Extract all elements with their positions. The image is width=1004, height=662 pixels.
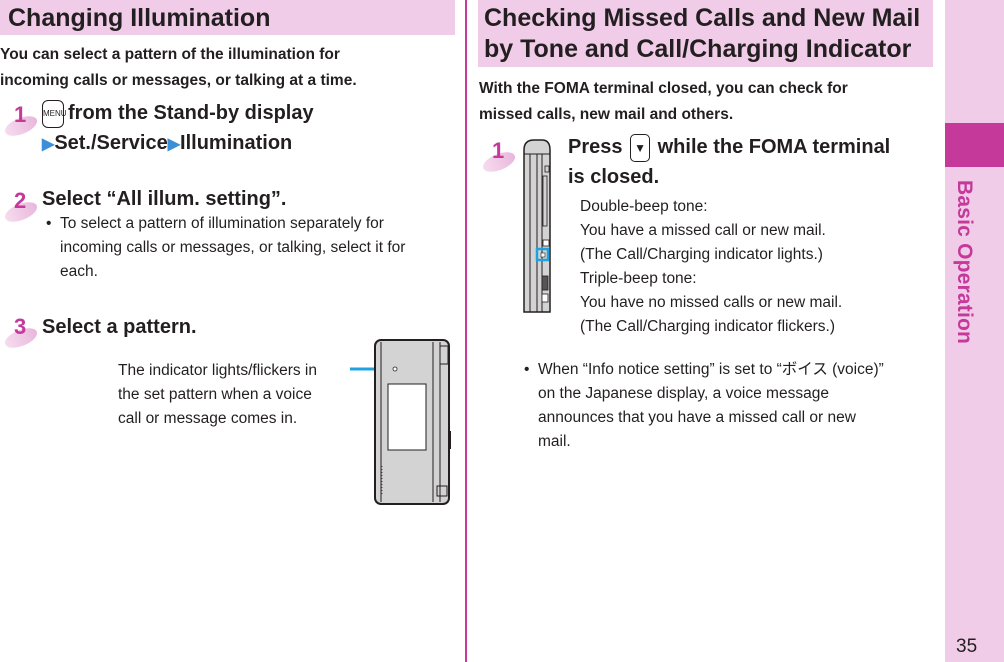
right-step-1-details: Double-beep tone: You have a missed call… — [580, 198, 843, 335]
step-3-title: Select a pattern. — [42, 316, 197, 338]
right-step-1-title: Press ▼ while the FOMA terminal is close… — [568, 132, 938, 192]
menu-key-icon: MENU — [42, 99, 67, 128]
step-2-title: Select “All illum. setting”. — [42, 188, 287, 210]
down-key-icon: ▼ — [630, 133, 651, 162]
page-number: 35 — [956, 636, 978, 657]
step-3-caption: The indicator lights/flickers in the set… — [118, 362, 317, 427]
arrow-icon: ▶ — [42, 136, 55, 153]
section-tab-marker — [945, 123, 1004, 167]
step-3-badge: 3 — [2, 314, 40, 352]
right-heading: Checking Missed Calls and New Mail by To… — [484, 4, 921, 63]
right-intro: With the FOMA terminal closed, you can c… — [479, 80, 848, 123]
section-label: Basic Operation — [953, 180, 976, 345]
left-heading-bar: Changing Illumination — [0, 0, 455, 35]
phone-front-illustration — [350, 339, 451, 505]
arrow-icon: ▶ — [167, 136, 181, 153]
right-note-bullet: • — [524, 361, 530, 378]
column-divider — [465, 0, 467, 662]
step-2-note: To select a pattern of illumination sepa… — [60, 215, 406, 280]
section-tab — [945, 0, 1004, 662]
left-heading: Changing Illumination — [8, 4, 271, 32]
phone-side-illustration — [523, 139, 551, 313]
step-2-bullet: • — [46, 215, 52, 232]
step-1-title: MENUfrom the Stand-by display ▶Set./Serv… — [42, 98, 452, 160]
left-intro: You can select a pattern of the illumina… — [0, 46, 357, 89]
right-step-1-badge: 1 — [480, 138, 518, 176]
right-note: When “Info notice setting” is set to “ボイ… — [538, 361, 884, 450]
step-2-badge: 2 — [2, 188, 40, 226]
step-1-badge: 1 — [2, 102, 40, 140]
right-heading-bar: Checking Missed Calls and New Mail by To… — [478, 0, 933, 67]
